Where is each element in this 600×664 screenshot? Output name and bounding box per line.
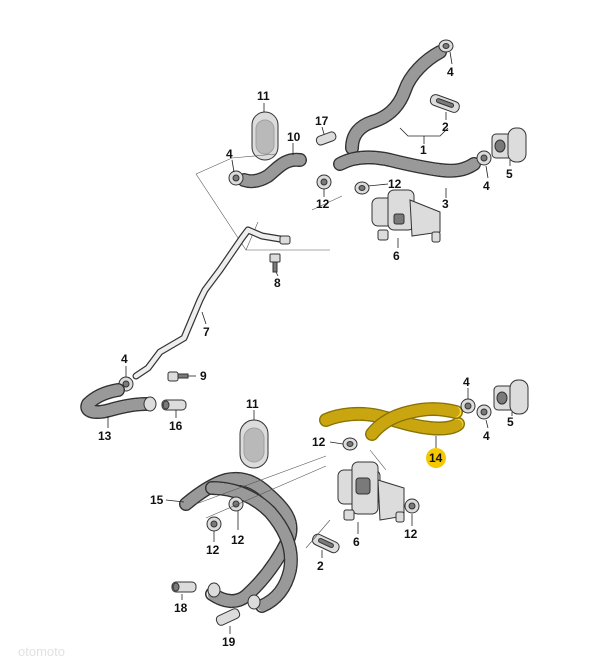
label-2: 2: [317, 559, 324, 573]
label-17: 17: [315, 114, 329, 128]
label-11: 11: [257, 89, 270, 103]
bolt-8: [269, 253, 281, 273]
hose-1: [345, 45, 447, 155]
label-1: 1: [420, 143, 427, 157]
clamp-12-bottom-top: [342, 437, 358, 451]
plug-16: [161, 399, 187, 411]
plug-19: [215, 608, 241, 626]
hose-14-highlighted: [319, 402, 465, 441]
label-19: 19: [222, 635, 236, 649]
label-10: 10: [287, 130, 301, 144]
clamp-4-top: [438, 39, 454, 53]
label-12: 12: [231, 533, 245, 547]
hose-3: [333, 150, 481, 178]
label-12: 12: [316, 197, 330, 211]
clamp-4-bottom-lower: [476, 404, 492, 420]
label-16: 16: [169, 419, 183, 433]
label-4: 4: [483, 179, 490, 193]
clamp-12-bottom-left: [206, 516, 222, 532]
plug-17: [315, 131, 337, 146]
label-4: 4: [483, 429, 490, 443]
clamp-4-left-top: [228, 170, 244, 186]
label-4: 4: [463, 375, 470, 389]
label-2: 2: [442, 120, 449, 134]
connector-5-bottom: [493, 379, 529, 415]
label-4: 4: [121, 352, 128, 366]
label-14-badge: [426, 448, 446, 468]
bracket-2-bottom: [311, 533, 340, 554]
label-12: 12: [206, 543, 220, 557]
label-8: 8: [274, 276, 281, 290]
label-7: 7: [203, 325, 210, 339]
label-12: 12: [388, 177, 402, 191]
label-15: 15: [150, 493, 164, 507]
clamp-4-right-top: [476, 150, 492, 166]
label-13: 13: [98, 429, 112, 443]
label-6: 6: [393, 249, 400, 263]
label-12: 12: [312, 435, 326, 449]
label-18: 18: [174, 601, 188, 615]
pipe-7-end: [279, 235, 291, 245]
cap-11-top: [251, 111, 279, 161]
label-12: 12: [404, 527, 418, 541]
label-9: 9: [200, 369, 207, 383]
hose-15-end-b: [247, 594, 261, 610]
label-6: 6: [353, 535, 360, 549]
pump-6-top: [371, 189, 441, 243]
hose-13: [80, 383, 153, 419]
bracket-2-top: [429, 94, 460, 113]
watermark: otomoto: [18, 644, 65, 659]
label-3: 3: [442, 197, 449, 211]
label-5: 5: [506, 167, 513, 181]
hose-15-end-a: [207, 582, 221, 598]
label-4: 4: [226, 147, 233, 161]
cap-11-bottom: [239, 419, 269, 469]
clamp-12-pump-bottom: [404, 498, 420, 514]
label-4: 4: [447, 65, 454, 79]
label-14: 14: [429, 451, 443, 465]
connector-5-top: [491, 127, 527, 163]
clamp-12-bottom-mid: [228, 496, 244, 512]
hose-15: [179, 472, 298, 613]
hose-13-end: [143, 396, 157, 412]
clamp-12-top-left: [316, 174, 332, 190]
hose-10: [237, 152, 307, 189]
bolt-9: [167, 371, 189, 382]
pipe-7: [132, 226, 290, 380]
label-11: 11: [246, 397, 259, 411]
pump-6-bottom: [337, 461, 405, 523]
label-5: 5: [507, 415, 514, 429]
clamp-12-pump-top: [354, 181, 370, 195]
plug-18: [171, 581, 197, 593]
clamp-4-bottom-upper: [460, 398, 476, 414]
